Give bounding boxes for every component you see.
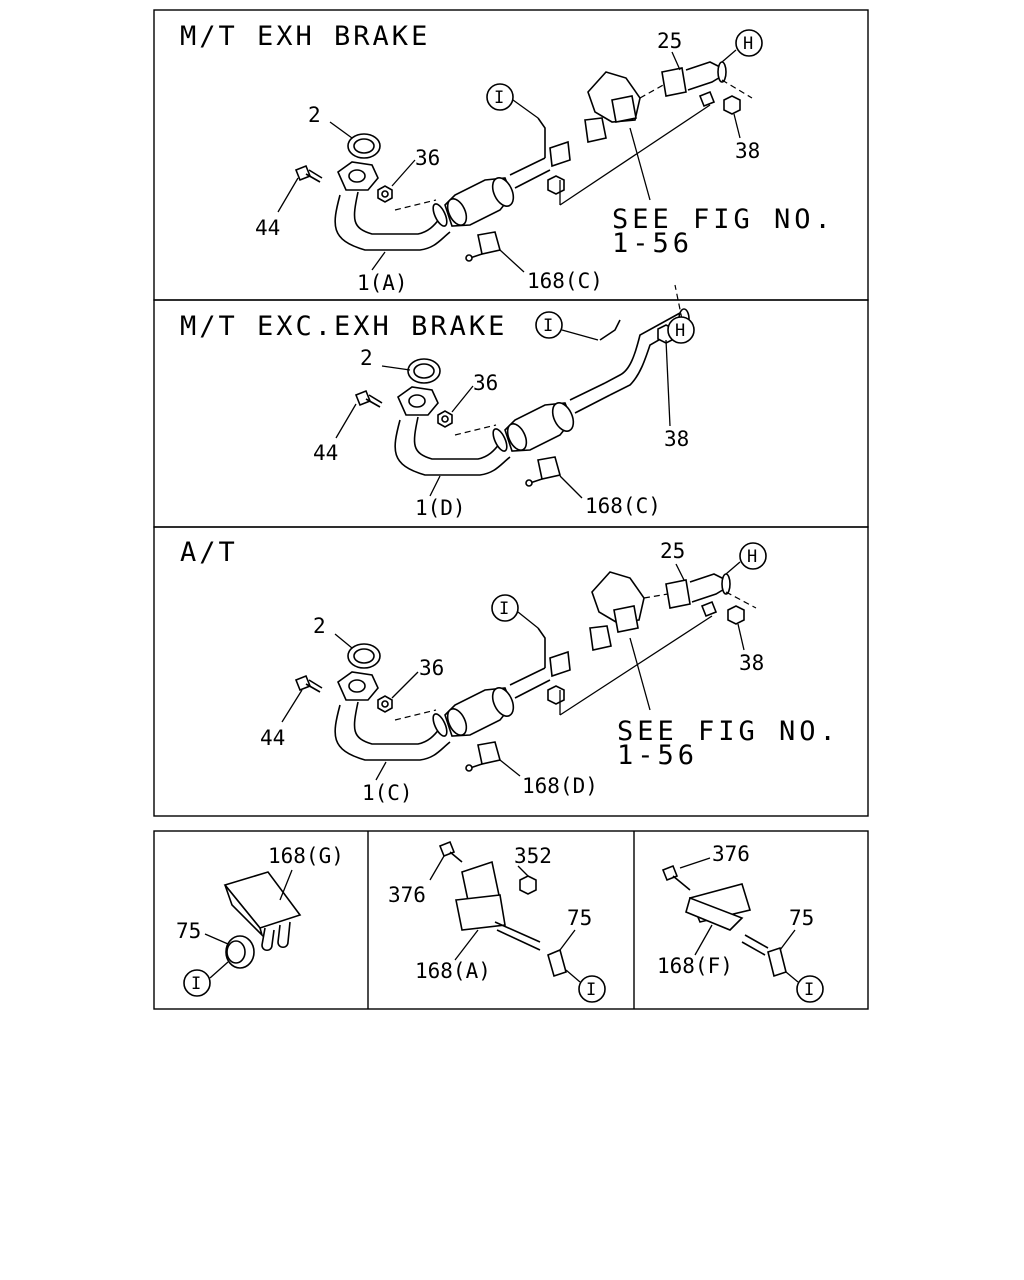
label-part-44: 44 — [313, 441, 338, 465]
label-part-2: 2 — [308, 103, 321, 127]
svg-text:I: I — [499, 599, 509, 619]
label-part-36: 36 — [415, 146, 440, 170]
part-labels: 2 36 38 44 1(D) 168(C) H I — [313, 311, 695, 520]
exhaust-assembly — [295, 61, 753, 262]
circle-marker-i: I — [578, 975, 606, 1003]
circle-marker-i: I — [491, 594, 519, 622]
detail-panels: 168(G) 75 I 352 376 75 16 — [153, 830, 869, 1010]
label-part-75: 75 — [567, 906, 592, 930]
section-mt-exh-brake: M/T EXH BRAKE 2 25 — [153, 9, 869, 301]
label-part-75: 75 — [176, 919, 201, 943]
label-part-2: 2 — [360, 346, 373, 370]
svg-text:I: I — [586, 980, 596, 1000]
label-part-44: 44 — [255, 216, 280, 240]
label-part-352: 352 — [514, 844, 552, 868]
label-part-1: 1(D) — [415, 496, 466, 520]
label-part-1: 1(C) — [362, 781, 413, 805]
section-at: A/T 2 25 36 — [153, 526, 869, 817]
svg-text:H: H — [675, 321, 685, 341]
see-fig-line1: SEE FIG NO. — [617, 716, 840, 747]
label-part-168: 168(C) — [527, 269, 603, 293]
circle-marker-i: I — [535, 311, 563, 339]
label-part-36: 36 — [419, 656, 444, 680]
circle-marker-h: H — [667, 316, 695, 344]
section-mt-exc-exh-brake: M/T EXC.EXH BRAKE 2 36 38 44 1(D) 168(C) — [153, 284, 869, 528]
label-part-25: 25 — [657, 29, 682, 53]
label-part-36: 36 — [473, 371, 498, 395]
section-title: M/T EXH BRAKE — [180, 21, 430, 52]
section-frame — [153, 9, 869, 301]
svg-text:I: I — [543, 316, 553, 336]
part-labels: 2 25 36 38 44 1(C) 168(D) SEE FIG NO. 1-… — [260, 539, 840, 805]
circle-marker-h: H — [739, 542, 767, 570]
label-part-168: 168(D) — [522, 774, 598, 798]
label-part-25: 25 — [660, 539, 685, 563]
see-fig-line2: 1-56 — [617, 740, 698, 771]
label-part-1: 1(A) — [357, 271, 408, 295]
label-part-376: 376 — [712, 842, 750, 866]
circle-marker-i: I — [183, 969, 211, 997]
svg-text:I: I — [494, 88, 504, 108]
label-part-168: 168(F) — [657, 954, 733, 978]
see-fig-line1: SEE FIG NO. — [612, 204, 835, 235]
label-part-168: 168(A) — [415, 959, 491, 983]
label-part-38: 38 — [664, 427, 689, 451]
svg-text:I: I — [191, 974, 201, 994]
exhaust-assembly — [295, 571, 757, 772]
part-labels: 2 25 36 38 44 1(A) 168(C) SEE FIG NO. 1-… — [255, 29, 835, 295]
section-frame — [153, 526, 869, 817]
label-part-168: 168(C) — [585, 494, 661, 518]
svg-text:H: H — [747, 547, 757, 567]
detail-bracket-a: 352 376 75 168(A) I — [388, 840, 606, 1003]
circle-marker-h: H — [735, 29, 763, 57]
circle-marker-i: I — [796, 975, 824, 1003]
detail-bracket-f: 376 75 168(F) I — [657, 842, 824, 1003]
label-part-168: 168(G) — [268, 844, 344, 868]
label-part-38: 38 — [735, 139, 760, 163]
label-part-38: 38 — [739, 651, 764, 675]
circle-marker-i: I — [486, 83, 514, 111]
section-title: A/T — [180, 537, 238, 568]
detail-bracket-g: 168(G) 75 I — [176, 844, 344, 997]
svg-text:H: H — [743, 34, 753, 54]
label-part-2: 2 — [313, 614, 326, 638]
label-part-44: 44 — [260, 726, 285, 750]
see-fig-line2: 1-56 — [612, 228, 693, 259]
svg-text:I: I — [804, 980, 814, 1000]
label-part-75: 75 — [789, 906, 814, 930]
label-part-376: 376 — [388, 883, 426, 907]
section-title: M/T EXC.EXH BRAKE — [180, 311, 507, 342]
detail-frame — [153, 830, 869, 1010]
